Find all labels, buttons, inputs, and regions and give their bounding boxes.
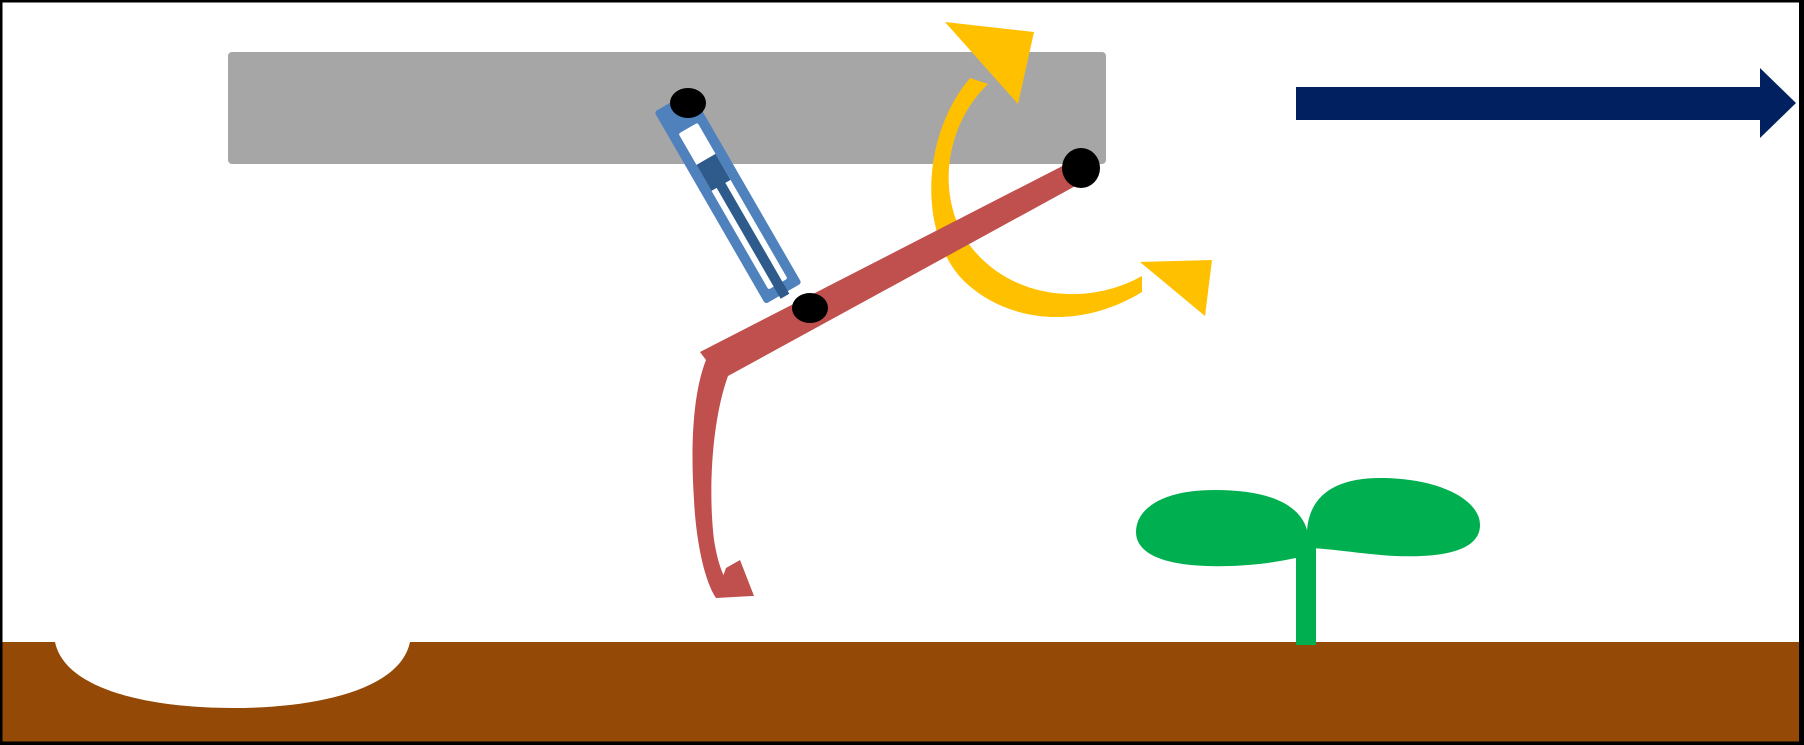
direction-arrowhead [1760, 68, 1796, 138]
hydraulic-cylinder [655, 91, 801, 304]
pivot-cylinder-top [670, 88, 706, 118]
piston-head [696, 153, 731, 191]
right-arrow-icon [1296, 68, 1796, 138]
rotation-arrowhead-bottom [1140, 260, 1212, 316]
tine-tip [716, 560, 754, 596]
seedling-leaf-left [1136, 490, 1307, 567]
seedling-icon [1136, 478, 1480, 645]
soil-cavity [55, 642, 410, 708]
rotation-arrowhead-top [945, 22, 1034, 104]
piston-rod [715, 181, 790, 299]
curved-rotation-arrow-icon [931, 22, 1212, 318]
direction-arrow-shaft [1296, 87, 1766, 120]
seedling-stem [1296, 530, 1316, 645]
pivot-frame-hinge [1062, 148, 1100, 188]
pivot-cylinder-bottom [792, 293, 828, 323]
seedling-leaf-right [1306, 478, 1480, 557]
rotation-arrow-body [931, 78, 1142, 318]
